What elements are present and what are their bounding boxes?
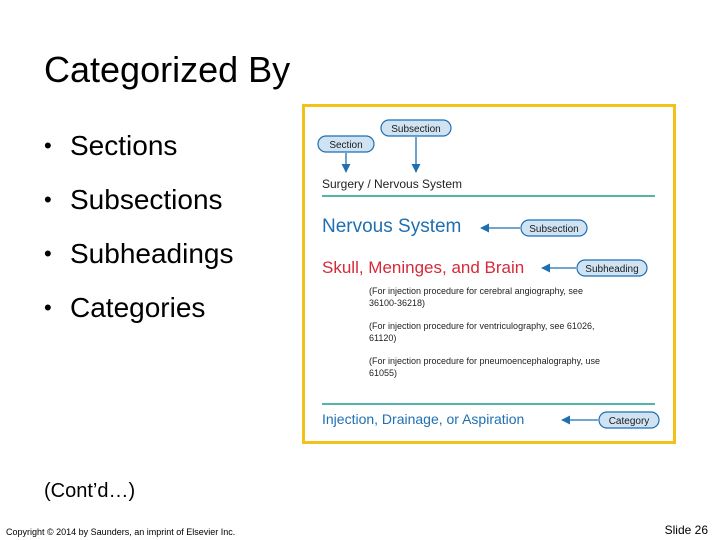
copyright-footer: Copyright © 2014 by Saunders, an imprint… xyxy=(6,527,236,537)
category-title: Injection, Drainage, or Aspiration xyxy=(322,411,524,427)
bullet-text: Subheadings xyxy=(70,238,234,269)
continued-note: (Cont’d…) xyxy=(44,480,136,502)
note-2-line-1: (For injection procedure for ventriculog… xyxy=(369,321,594,331)
subsection-tag-label: Subsection xyxy=(529,224,578,235)
slide-title: Categorized By xyxy=(44,49,291,90)
subsection-top-tag xyxy=(380,119,452,137)
subheading-tag-label: Subheading xyxy=(585,264,638,275)
category-tag-label: Category xyxy=(609,416,650,427)
note-3-line-1: (For injection procedure for pneumoencep… xyxy=(369,356,600,366)
section-line-text: Surgery / Nervous System xyxy=(322,177,462,191)
bullet-marker: • xyxy=(44,187,52,212)
slide-number: Slide 26 xyxy=(664,523,708,537)
section-tag xyxy=(317,135,375,153)
subsection-tag xyxy=(520,219,588,237)
bullet-marker: • xyxy=(44,295,52,320)
category-tag xyxy=(598,411,660,429)
bullet-text: Categories xyxy=(70,292,206,323)
bullet-text: Subsections xyxy=(70,184,223,215)
section-tag-label: Section xyxy=(329,140,362,151)
figure-canvas: Subsection Section Surgery / Nervous Sys… xyxy=(317,119,660,429)
cpt-structure-figure: Subsection Section Surgery / Nervous Sys… xyxy=(302,104,676,444)
subheading-title: Skull, Meninges, and Brain xyxy=(322,258,524,277)
subsection-top-tag-label: Subsection xyxy=(391,124,440,135)
bullet-marker: • xyxy=(44,133,52,158)
note-3-line-2: 61055) xyxy=(369,368,397,378)
note-1-line-2: 36100-36218) xyxy=(369,298,425,308)
subsection-title: Nervous System xyxy=(322,216,461,237)
note-2-line-2: 61120) xyxy=(369,333,396,343)
subheading-tag xyxy=(576,259,648,277)
note-1-line-1: (For injection procedure for cerebral an… xyxy=(369,286,583,296)
bullet-text: Sections xyxy=(70,130,178,161)
bullet-marker: • xyxy=(44,241,52,266)
